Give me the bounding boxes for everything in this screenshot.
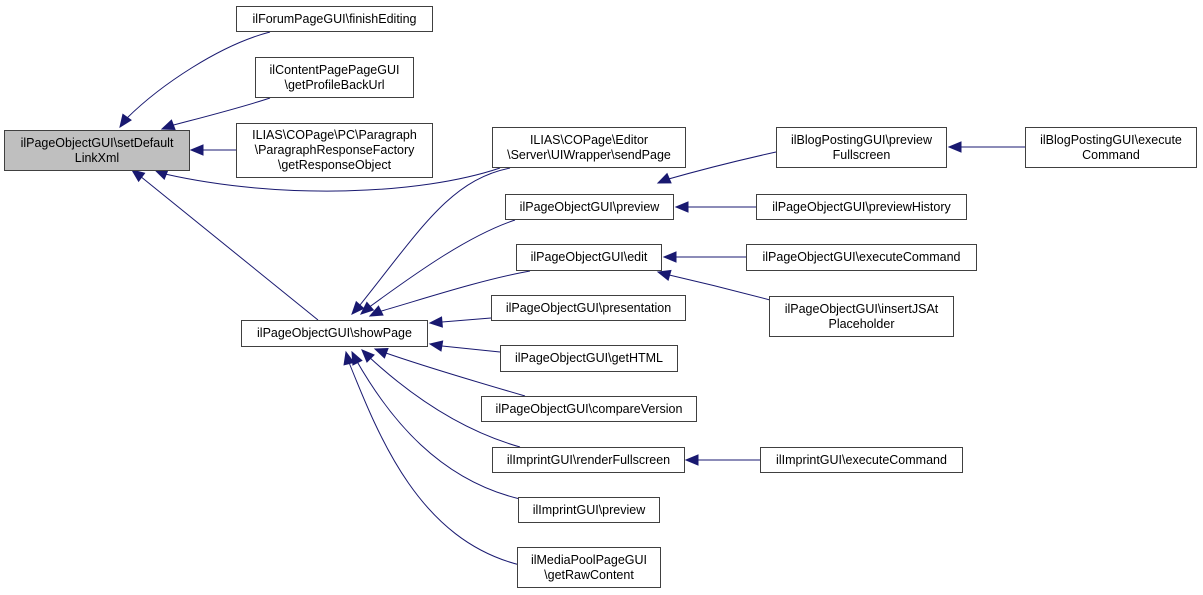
arrowhead-icon (189, 144, 204, 156)
edge-connector (347, 359, 350, 364)
arrowhead-icon (351, 350, 363, 366)
edge-po_insertjs-to-po_edit (664, 273, 771, 301)
node-uiwrapper-sendpage[interactable]: ILIAS\COPage\Editor \Server\UIWrapper\se… (492, 127, 686, 168)
edge-send_page-to-root (164, 167, 501, 192)
edge-connector (382, 351, 387, 354)
arrowhead-icon (674, 201, 689, 213)
node-pageobject-edit[interactable]: ilPageObjectGUI\edit (516, 244, 662, 271)
edge-connector (169, 124, 174, 127)
node-imprint-preview[interactable]: ilImprintGUI\preview (518, 497, 660, 523)
arrowhead-icon (373, 348, 389, 359)
edge-content_profile-to-root (169, 97, 271, 127)
node-root-setdefaultlinkxml: ilPageObjectGUI\setDefault LinkXml (4, 130, 190, 171)
edge-connector (354, 357, 358, 363)
node-forum-finishediting[interactable]: ilForumPageGUI\finishEditing (236, 6, 433, 32)
node-imprint-renderfullscreen[interactable]: ilImprintGUI\renderFullscreen (492, 447, 685, 473)
arrowhead-icon (428, 340, 444, 352)
node-pageobject-executecommand[interactable]: ilPageObjectGUI\executeCommand (746, 244, 977, 271)
node-pageobject-showpage[interactable]: ilPageObjectGUI\showPage (241, 320, 428, 347)
node-pageobject-previewhistory[interactable]: ilPageObjectGUI\previewHistory (756, 194, 967, 220)
edge-connector (664, 273, 670, 276)
node-pageobject-compareversion[interactable]: ilPageObjectGUI\compareVersion (481, 396, 697, 422)
node-paragraph-getresponseobject[interactable]: ILIAS\COPage\PC\Paragraph \ParagraphResp… (236, 123, 433, 178)
edge-show_page-to-root (139, 175, 319, 321)
arrowhead-icon (947, 141, 962, 153)
edge-mp_raw-to-show_page (347, 359, 521, 566)
node-blogposting-executecommand[interactable]: ilBlogPostingGUI\execute Command (1025, 127, 1197, 168)
arrowhead-icon (368, 305, 384, 317)
node-pageobject-presentation[interactable]: ilPageObjectGUI\presentation (491, 295, 686, 321)
node-imprint-executecommand[interactable]: ilImprintGUI\executeCommand (760, 447, 963, 473)
arrowhead-icon (684, 454, 699, 466)
node-contentpage-getprofilebackurl[interactable]: ilContentPagePageGUI \getProfileBackUrl (255, 57, 414, 98)
edge-send_page-to-show_page (359, 167, 511, 306)
edge-po_preview-to-show_page (367, 219, 516, 309)
edge-connector (367, 305, 371, 309)
node-pageobject-gethtml[interactable]: ilPageObjectGUI\getHTML (500, 345, 678, 372)
arrowhead-icon (428, 316, 443, 328)
edge-connector (139, 175, 142, 178)
edge-po_gethtml-to-show_page (441, 345, 501, 353)
edge-blog_preview_fs-to-po_preview (664, 151, 777, 181)
edge-connector (124, 116, 128, 121)
arrowhead-icon (130, 169, 146, 183)
edge-connector (367, 355, 371, 359)
node-blogposting-previewfullscreen[interactable]: ilBlogPostingGUI\preview Fullscreen (776, 127, 947, 168)
node-mediapool-getrawcontent[interactable]: ilMediaPoolPageGUI \getRawContent (517, 547, 661, 588)
edge-connector (377, 310, 381, 313)
edge-po_presentation-to-show_page (441, 317, 492, 323)
edge-po_compare-to-show_page (382, 351, 526, 397)
node-pageobject-preview[interactable]: ilPageObjectGUI\preview (505, 194, 674, 220)
edge-po_edit-to-show_page (377, 270, 531, 313)
edge-forum_finish-to-root (124, 31, 271, 121)
node-pageobject-insertjsatplaceholder[interactable]: ilPageObjectGUI\insertJSAt Placeholder (769, 296, 954, 337)
arrowhead-icon (662, 251, 677, 263)
edge-imp_render-to-show_page (367, 355, 521, 448)
edge-imp_preview-to-show_page (354, 357, 521, 500)
edge-connector (664, 177, 670, 181)
